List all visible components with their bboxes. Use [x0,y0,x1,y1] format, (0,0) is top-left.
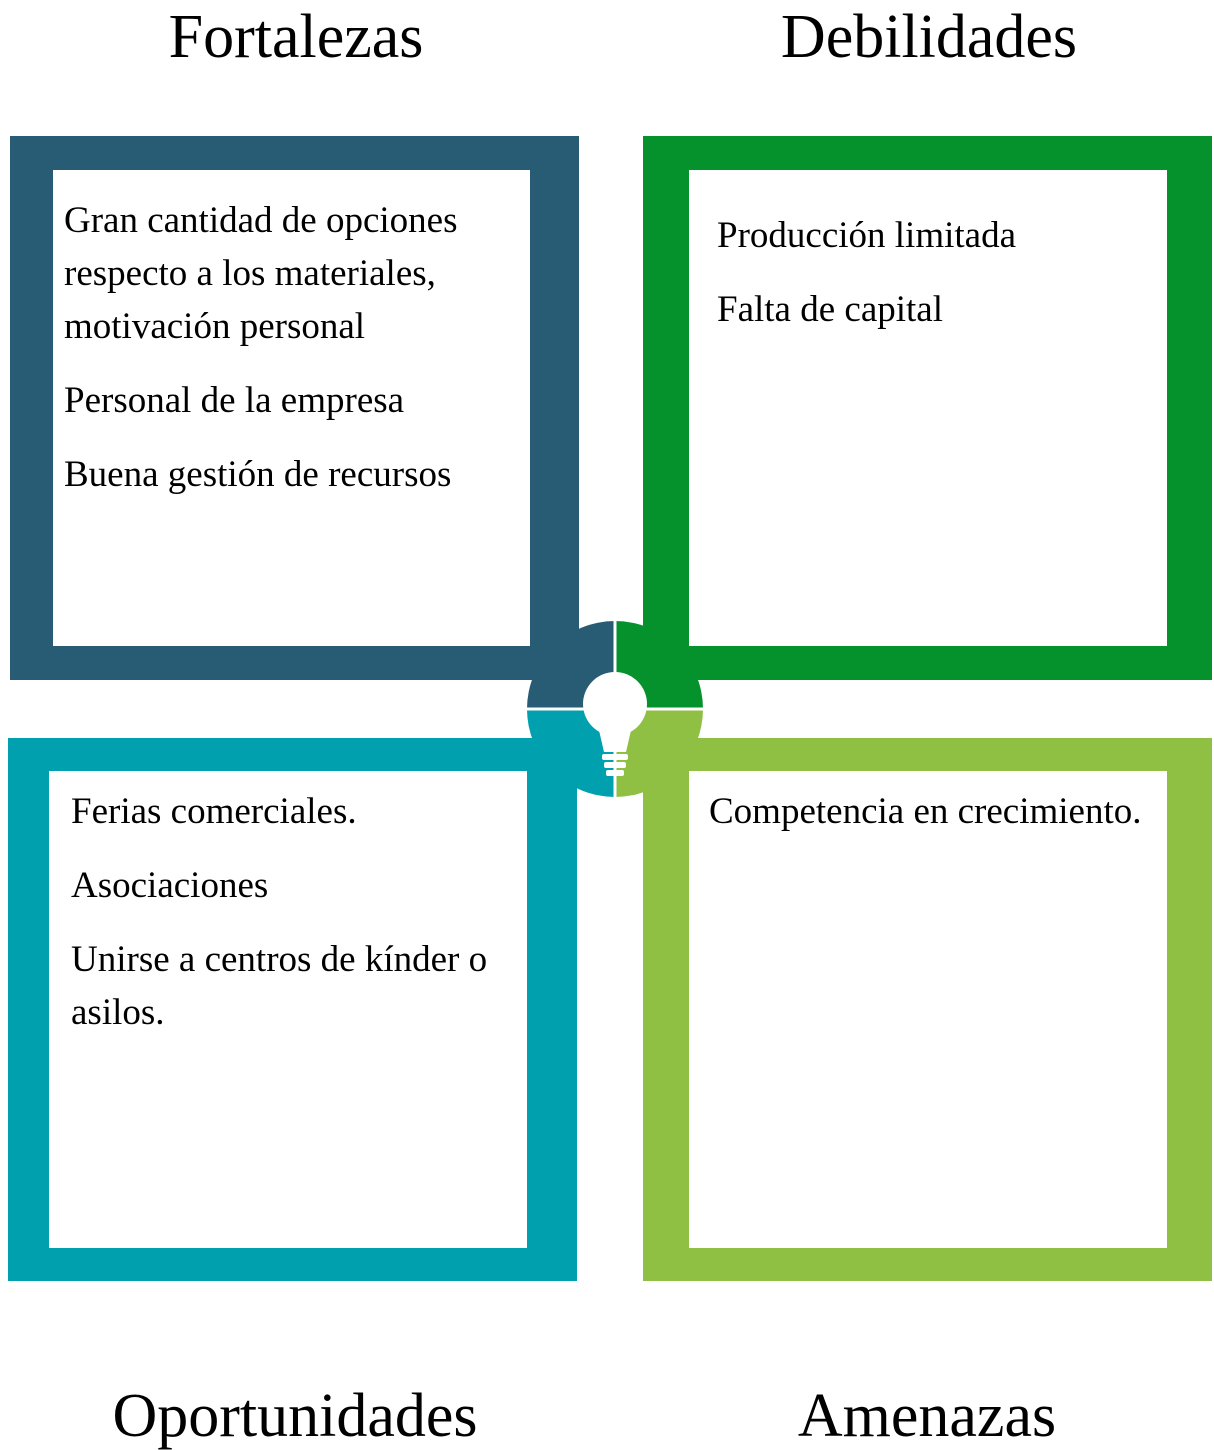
fortalezas-heading: Fortalezas [168,3,424,71]
fortalezas-item: Buena gestión de recursos [64,454,452,495]
debilidades-box: Producción limitada Falta de capital [643,136,1212,680]
fortalezas-list: Gran cantidad de opciones respecto a los… [64,194,504,522]
amenazas-box-inner: Competencia en crecimiento. [689,771,1167,1248]
debilidades-list: Producción limitada Falta de capital [717,209,1157,357]
fortalezas-box: Gran cantidad de opciones respecto a los… [10,136,579,680]
center-hub [520,614,710,804]
fortalezas-item: Personal de la empresa [64,380,405,421]
amenazas-box: Competencia en crecimiento. [643,738,1212,1281]
hub-segment-amenazas [615,709,703,797]
oportunidades-list: Ferias comerciales. Asociaciones Unirse … [71,785,511,1060]
amenazas-list: Competencia en crecimiento. [709,785,1149,859]
lightbulb-icon [583,672,647,776]
oportunidades-item: Unirse a centros de kínder o asilos. [71,939,488,1033]
debilidades-item: Producción limitada [717,215,1017,256]
oportunidades-item: Ferias comerciales. [71,791,357,832]
oportunidades-box-inner: Ferias comerciales. Asociaciones Unirse … [49,771,527,1248]
oportunidades-box: Ferias comerciales. Asociaciones Unirse … [8,738,577,1281]
oportunidades-heading: Oportunidades [112,1382,478,1450]
hub-segment-oportunidades [527,709,615,797]
debilidades-box-inner: Producción limitada Falta de capital [689,170,1167,646]
amenazas-item: Competencia en crecimiento. [709,791,1142,832]
oportunidades-item: Asociaciones [71,865,269,906]
fortalezas-box-inner: Gran cantidad de opciones respecto a los… [53,170,530,646]
debilidades-item: Falta de capital [717,289,944,330]
amenazas-heading: Amenazas [797,1382,1057,1450]
fortalezas-item: Gran cantidad de opciones respecto a los… [64,200,458,347]
debilidades-heading: Debilidades [780,3,1078,71]
